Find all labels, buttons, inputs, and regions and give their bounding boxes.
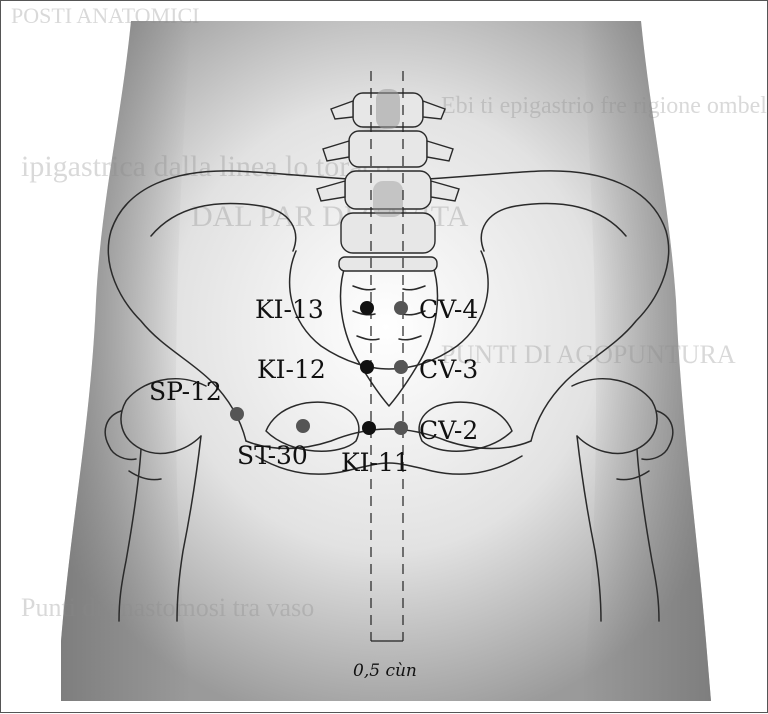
measure-caption: 0,5 cùn: [353, 661, 417, 681]
bleed-line-5: Punti di anastomosi tra vaso: [21, 593, 314, 622]
bleed-line-4: PUNTI DI AGOPUNTURA: [441, 340, 736, 369]
point-ki12: [360, 360, 374, 374]
label-ki12: KI-12: [257, 355, 326, 384]
label-ki11: KI-11: [341, 448, 410, 477]
label-cv2: CV-2: [419, 416, 478, 445]
point-sp12: [230, 407, 244, 421]
bleed-line-0: POSTI ANATOMICI: [11, 3, 199, 28]
point-ki11: [362, 421, 376, 435]
point-cv3: [394, 360, 408, 374]
point-ki13: [360, 301, 374, 315]
label-ki13: KI-13: [255, 295, 324, 324]
point-cv2: [394, 421, 408, 435]
point-st30: [296, 419, 310, 433]
label-st30: ST-30: [237, 441, 308, 470]
label-cv3: CV-3: [419, 355, 478, 384]
label-sp12: SP-12: [149, 377, 222, 406]
bleed-line-1: Ebi ti epigastrio fre rigione ombelicale: [441, 93, 768, 119]
point-cv4: [394, 301, 408, 315]
label-cv4: CV-4: [419, 295, 478, 324]
